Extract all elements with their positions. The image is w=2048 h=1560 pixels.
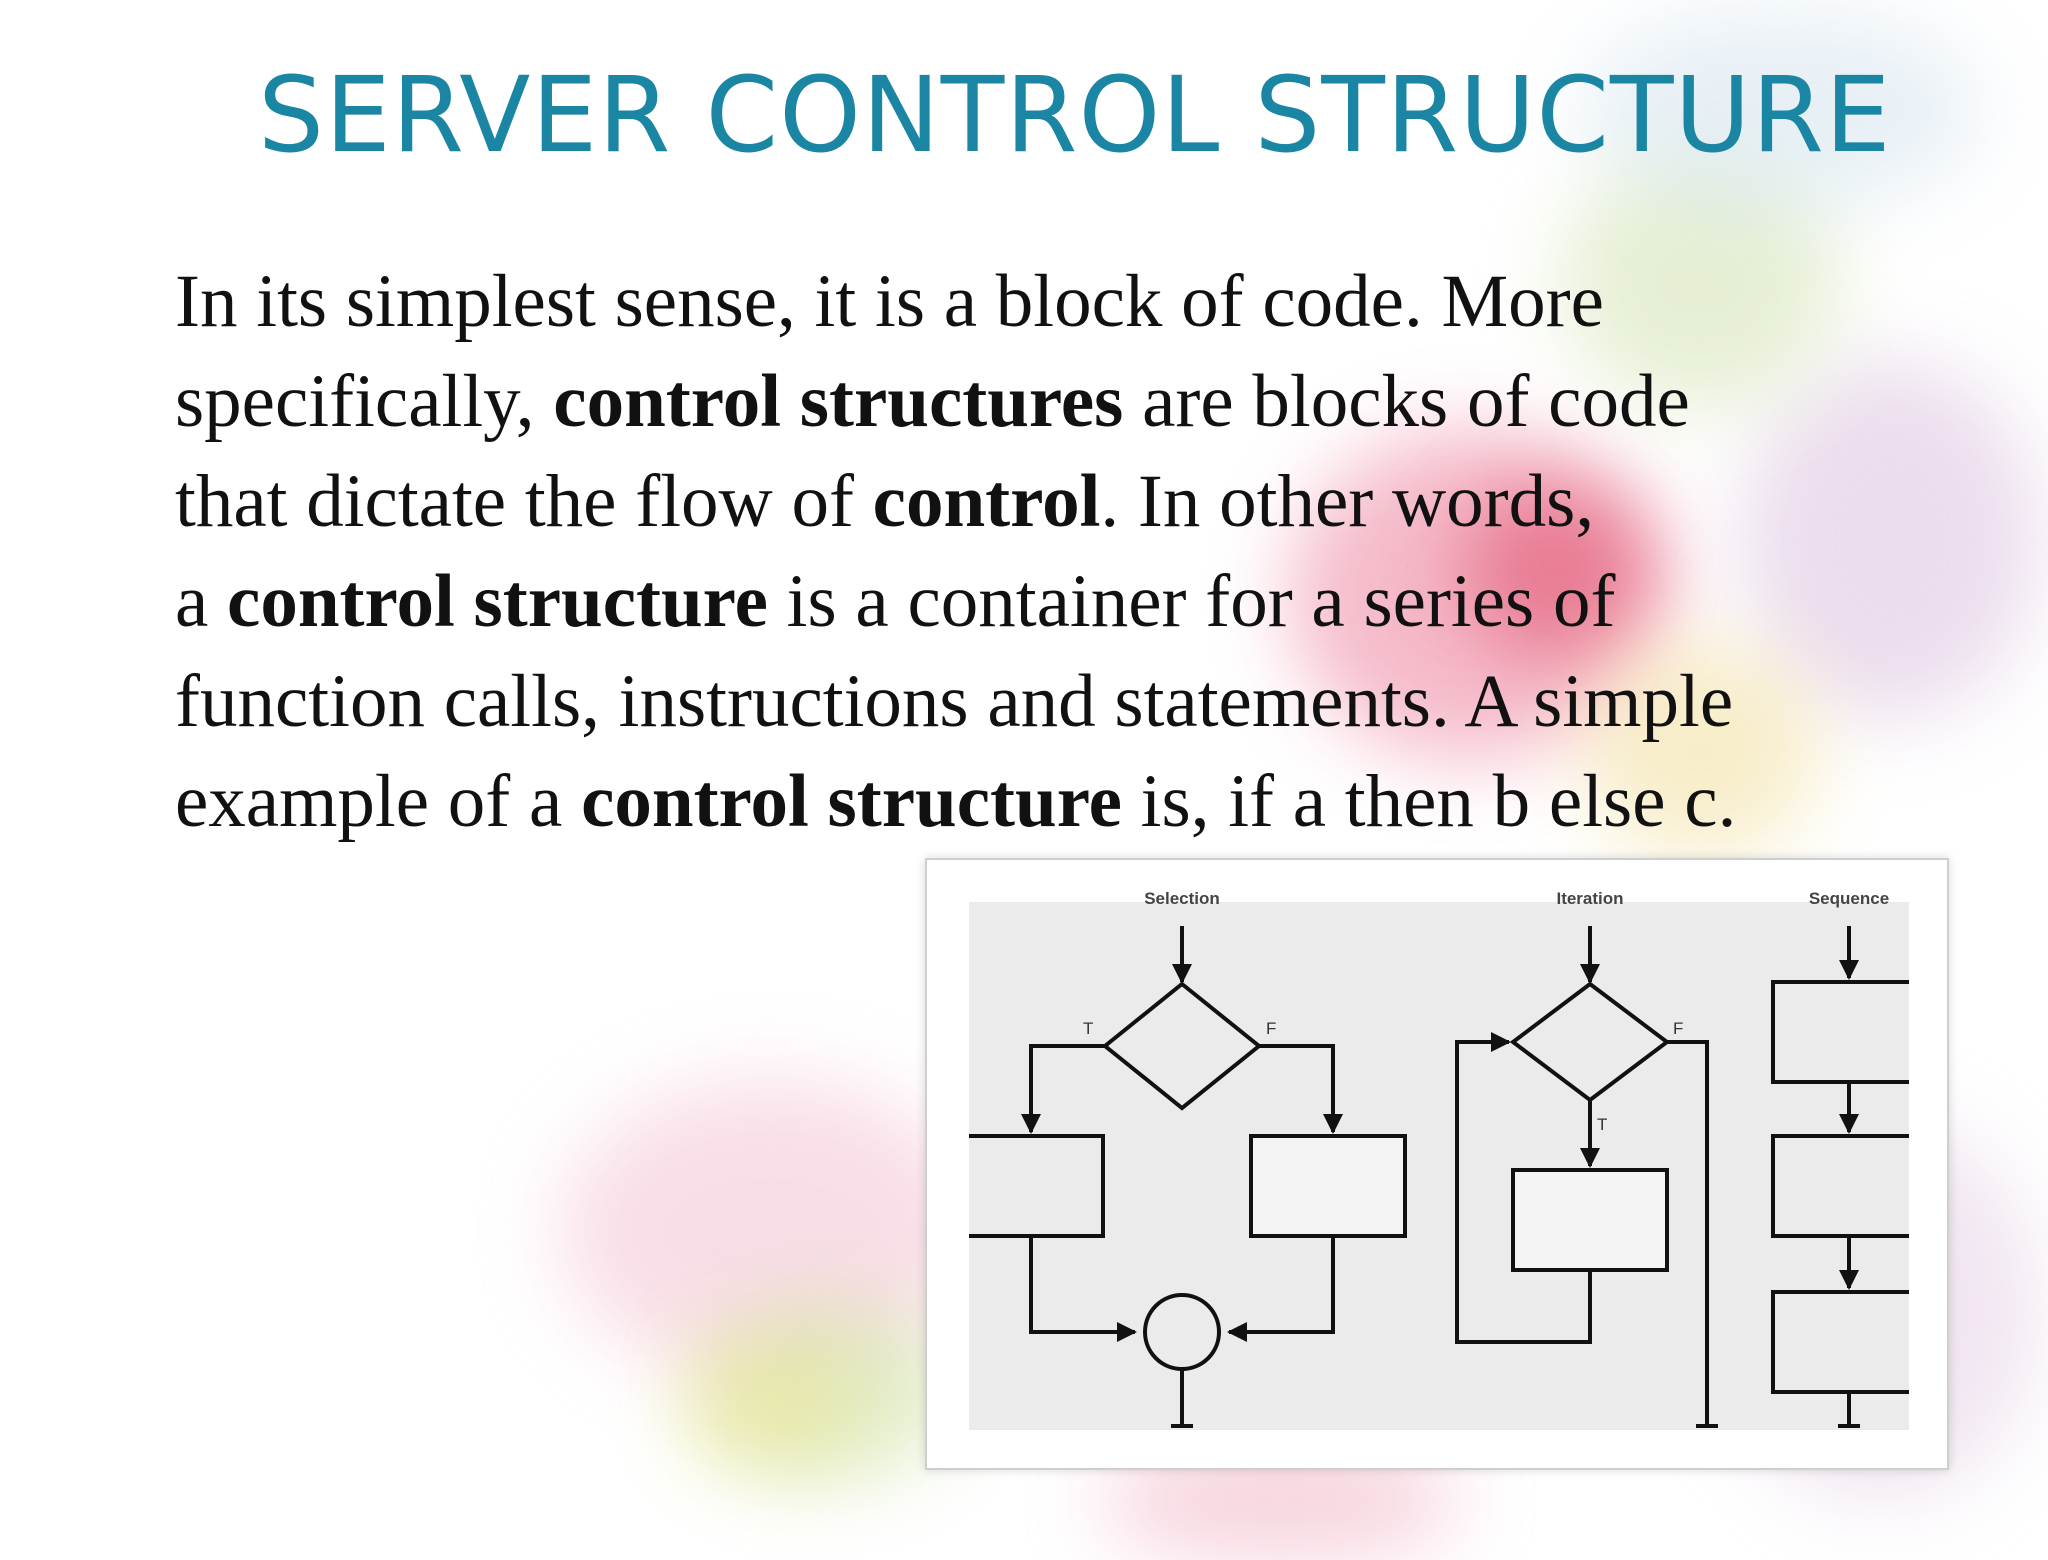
red-flower-blob [1460, 480, 1660, 660]
sequence-step-3 [1771, 1290, 1909, 1394]
iteration-false-label: F [1673, 1019, 1683, 1038]
selection-false-branch [1259, 1044, 1343, 1134]
sequence-step-2 [1771, 1134, 1909, 1238]
body-text-segment: is, if a then b else c. [1121, 760, 1737, 843]
iteration-body-box [1511, 1168, 1669, 1272]
bold-term: control [872, 460, 1101, 543]
body-text-segment: are blocks of code [1123, 360, 1690, 443]
sequence-flowchart [1771, 926, 1909, 1428]
bottom-yellow-blob [680, 1340, 860, 1470]
body-text-segment: that dictate the flow of [175, 460, 873, 543]
blue-wash-blob [1580, 10, 1980, 210]
iteration-true-label: T [1597, 1115, 1607, 1134]
selection-flowchart [969, 926, 1407, 1428]
sequence-label: Sequence [1809, 889, 1889, 908]
bold-term: control structure [581, 760, 1122, 843]
sequence-step-1 [1771, 980, 1909, 1084]
yellow-flower-blob [1580, 640, 1820, 860]
selection-true-box [969, 1134, 1105, 1238]
body-line-3: that dictate the flow of control. In oth… [175, 452, 1935, 552]
selection-false-label: F [1266, 1019, 1276, 1038]
bold-term: control structure [227, 560, 768, 643]
iteration-label: Iteration [1556, 889, 1623, 908]
iteration-flowchart [1455, 926, 1718, 1428]
body-text-segment: specifically, [175, 360, 554, 443]
selection-label: Selection [1144, 889, 1220, 908]
bold-term: control structures [553, 360, 1124, 443]
body-line-5: function calls, instructions and stateme… [175, 660, 1734, 743]
body-text-segment: is a container for a series of [767, 560, 1616, 643]
body-text-segment: a [175, 560, 228, 643]
body-line-2: specifically, control structures are blo… [175, 352, 1935, 452]
body-paragraph: In its simplest sense, it is a block of … [175, 252, 1935, 852]
selection-false-box [1249, 1134, 1407, 1238]
body-text-segment: . In other words, [1100, 460, 1595, 543]
selection-true-branch [1021, 1044, 1105, 1134]
flowchart-diagram: Selection Iteration Sequence T F [969, 889, 1909, 1430]
body-line-4: a control structure is a container for a… [175, 552, 1935, 652]
flowchart-figure: Selection Iteration Sequence T F [925, 858, 1949, 1470]
body-line-1: In its simplest sense, it is a block of … [175, 260, 1604, 343]
iteration-false-exit [1667, 1040, 1709, 1426]
selection-decision-diamond [1101, 981, 1263, 1111]
selection-true-merge [1029, 1236, 1137, 1342]
iteration-loop-back [1455, 1032, 1592, 1344]
body-line-6: example of a control structure is, if a … [175, 752, 1935, 852]
selection-false-merge [1227, 1236, 1335, 1342]
diagram-panel [969, 902, 1909, 1430]
slide-title: SERVER CONTROL STRUCTURE [258, 54, 1892, 176]
selection-true-label: T [1083, 1019, 1093, 1038]
lilac-flower-blob [1740, 360, 2040, 720]
body-text-segment: example of a [175, 760, 582, 843]
